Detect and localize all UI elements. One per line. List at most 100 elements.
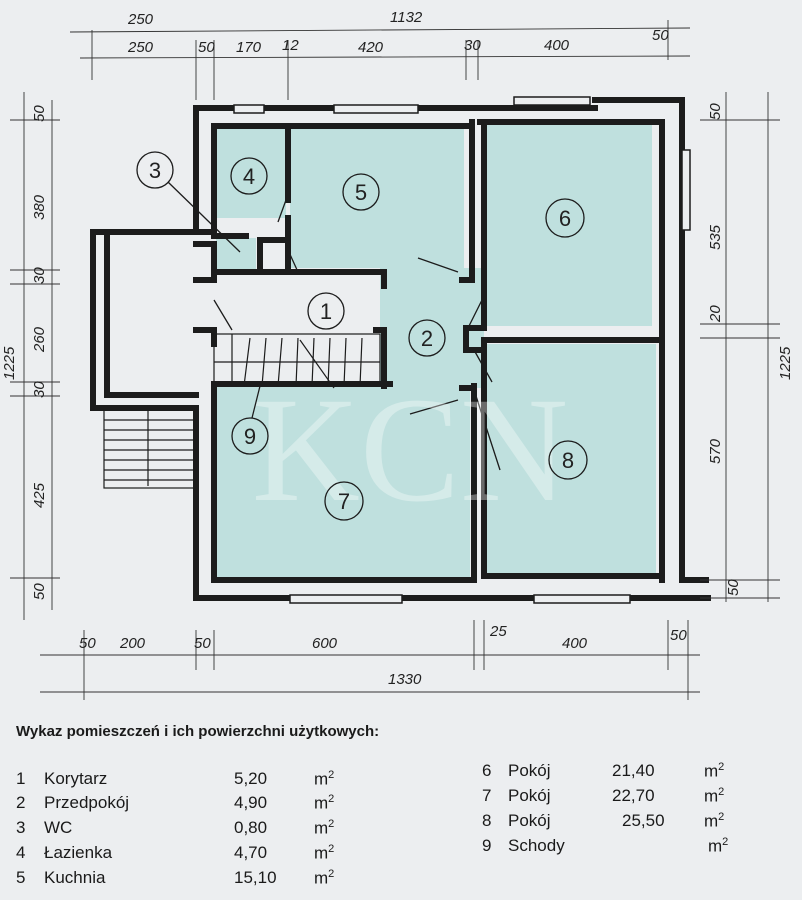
legend-name: Schody: [508, 836, 565, 855]
legend-title: Wykaz pomieszczeń i ich powierzchni użyt…: [16, 723, 380, 740]
dim-top-seg-1: 250: [127, 39, 154, 56]
windows: [233, 96, 691, 604]
legend-name: Pokój: [508, 811, 551, 830]
dim-left-seg-2: 380: [31, 194, 48, 220]
legend-row-8: 8 Pokój 25,50 m2: [482, 811, 782, 833]
dim-right-seg-4: 570: [707, 438, 724, 464]
legend-name: WC: [44, 818, 73, 837]
room-number-6: 6: [559, 206, 571, 231]
legend-area: 22,70: [612, 786, 655, 805]
legend-no: 9: [482, 836, 492, 855]
legend-unit: m2: [314, 818, 335, 838]
watermark: KCN: [252, 367, 569, 533]
legend-unit: m2: [704, 786, 725, 806]
dimension-lines: [10, 20, 780, 700]
dim-top-seg-3: 170: [236, 39, 262, 56]
dim-top-seg-5: 420: [358, 39, 384, 56]
room-fill-3: [216, 238, 256, 272]
room-area-legend: Wykaz pomieszczeń i ich powierzchni użyt…: [0, 715, 802, 900]
dim-right-overall: 1225: [777, 346, 794, 380]
dim-bottom-seg-1: 50: [79, 635, 96, 652]
legend-row-4: 4 Łazienka 4,70 m2: [16, 843, 396, 865]
room-number-2: 2: [421, 326, 433, 351]
legend-unit: m2: [314, 868, 335, 888]
legend-no: 7: [482, 786, 492, 805]
entrance-steps: [103, 409, 195, 489]
dim-bottom-seg-3: 50: [194, 635, 211, 652]
dim-left-seg-3: 30: [31, 267, 48, 284]
legend-no: 6: [482, 761, 492, 780]
legend-row-3: 3 WC 0,80 m2: [16, 818, 396, 840]
dim-left-seg-1: 50: [31, 105, 48, 122]
legend-name: Pokój: [508, 786, 551, 805]
dim-top-overall: 1132: [390, 9, 423, 26]
dim-top-seg-8: 50: [652, 27, 669, 44]
legend-unit: m2: [704, 761, 725, 781]
room-number-1: 1: [320, 299, 332, 324]
legend-area: 15,10: [234, 868, 277, 887]
legend-area: 0,80: [234, 818, 268, 837]
room-fill-6: [482, 122, 652, 326]
legend-name: Pokój: [508, 761, 551, 780]
dim-bottom-seg-5: 25: [489, 623, 507, 640]
dim-top-seg-6: 30: [464, 37, 481, 54]
legend-area: 21,40: [612, 761, 655, 780]
legend-no: 3: [16, 818, 26, 837]
room-number-3: 3: [149, 158, 161, 183]
dim-bottom-seg-4: 600: [312, 635, 338, 652]
legend-unit: m2: [314, 843, 335, 863]
legend-row-5: 5 Kuchnia 15,10 m2: [16, 868, 396, 890]
dim-left-seg-7: 50: [31, 583, 48, 600]
legend-row-6: 6 Pokój 21,40 m2: [482, 761, 782, 783]
floor-plan: KCN 1 2 3 4 5 6 7 8 9: [1, 9, 794, 700]
dim-bottom-seg-6: 400: [562, 635, 588, 652]
room-number-8: 8: [562, 448, 574, 473]
dim-right-seg-5: 50: [725, 579, 742, 596]
room-fill-5: [290, 128, 464, 268]
legend-unit: m2: [708, 836, 729, 856]
legend-no: 2: [16, 793, 26, 812]
legend-unit: m2: [704, 811, 725, 831]
room-number-5: 5: [355, 180, 367, 205]
legend-area: 25,50: [622, 811, 665, 830]
dimension-texts: 250 1132 250 50 170 12 420 30 400 50 50 …: [1, 9, 794, 688]
dim-right-seg-3: 20: [707, 305, 724, 323]
staircase: [213, 333, 381, 389]
dim-left-overall: 1225: [1, 346, 18, 380]
door-swings: [213, 199, 501, 471]
dim-bottom-seg-7: 50: [670, 627, 687, 644]
dim-left-seg-6: 425: [31, 482, 48, 508]
room-numbers: 1 2 3 4 5 6 7 8 9: [149, 158, 574, 514]
room-number-9: 9: [244, 424, 256, 449]
legend-no: 1: [16, 769, 26, 788]
legend-name: Łazienka: [44, 843, 113, 862]
legend-row-1: 1 Korytarz 5,20 m2: [16, 769, 396, 791]
legend-name: Korytarz: [44, 769, 108, 788]
dim-top-seg-4: 12: [282, 37, 299, 54]
room-number-7: 7: [338, 489, 350, 514]
legend-row-9: 9 Schody m2: [482, 836, 782, 858]
legend-row-2: 2 Przedpokój 4,90 m2: [16, 793, 396, 815]
legend-name: Kuchnia: [44, 868, 106, 887]
dim-left-seg-4: 260: [31, 326, 48, 353]
room-fill-8: [484, 344, 656, 574]
dim-top-overall-left: 250: [127, 11, 154, 28]
dim-right-seg-1: 50: [707, 103, 724, 120]
legend-name: Przedpokój: [44, 793, 130, 812]
room-number-4: 4: [243, 164, 255, 189]
room-fill-4: [216, 128, 286, 218]
dim-left-seg-5: 30: [31, 381, 48, 398]
legend-no: 5: [16, 868, 26, 887]
legend-no: 4: [16, 843, 26, 862]
dim-top-seg-7: 400: [544, 37, 570, 54]
dim-top-seg-2: 50: [198, 39, 215, 56]
legend-unit: m2: [314, 769, 335, 789]
dim-bottom-seg-2: 200: [119, 635, 146, 652]
room-labels: [136, 151, 588, 521]
legend-area: 4,70: [234, 843, 268, 862]
legend-area: 5,20: [234, 769, 268, 788]
dim-right-seg-2: 535: [707, 224, 724, 250]
legend-no: 8: [482, 811, 492, 830]
legend-area: 4,90: [234, 793, 268, 812]
legend-unit: m2: [314, 793, 335, 813]
